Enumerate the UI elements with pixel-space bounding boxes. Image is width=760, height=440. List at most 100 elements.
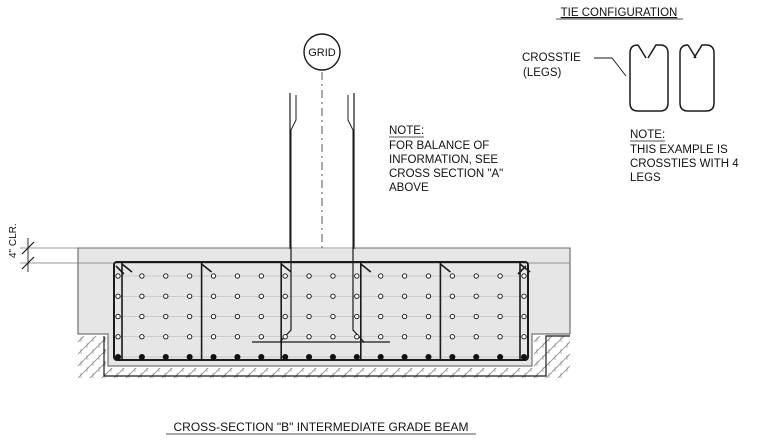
rebar — [521, 313, 527, 320]
rebar — [425, 334, 432, 340]
rebar — [186, 334, 193, 340]
rebar — [139, 293, 145, 299]
crosstie-leader — [594, 57, 627, 77]
rebar — [139, 313, 145, 320]
bottom-rebar — [162, 353, 169, 361]
concrete-section — [77, 247, 571, 378]
rebar — [210, 293, 217, 299]
rebar — [354, 334, 360, 340]
rebar — [497, 334, 503, 340]
bottom-rebar — [234, 353, 241, 361]
rebar — [378, 293, 384, 299]
rebar — [401, 273, 408, 279]
bottom-rebar — [114, 353, 122, 361]
tie-configuration-detail: TIE CONFIGURATION CROSSTIE (LEGS) NOTE: … — [522, 7, 739, 184]
rebar — [115, 313, 121, 320]
bottom-rebar — [497, 353, 504, 361]
rebar — [425, 273, 432, 279]
slab-and-beam-outline — [77, 247, 571, 367]
bottom-rebar — [138, 353, 145, 361]
rebar — [282, 313, 288, 320]
bottom-rebar — [186, 353, 193, 361]
bottom-rebar — [377, 353, 384, 361]
excavation-line — [103, 335, 570, 377]
bottom-rebar — [353, 353, 360, 361]
rebar — [163, 334, 169, 340]
rebar — [234, 273, 241, 279]
section-caption-text: CROSS-SECTION "B" INTERMEDIATE GRADE BEA… — [174, 420, 469, 434]
tie-note-line-2: CROSSTIES WITH 4 — [630, 158, 739, 170]
rebar — [306, 313, 312, 320]
rebar — [521, 273, 527, 279]
rebar — [186, 313, 193, 320]
column-dowel-right — [347, 95, 354, 246]
rebar — [330, 334, 336, 340]
rebar — [354, 273, 360, 279]
section-note-line-3: CROSS SECTION "A" — [389, 168, 503, 180]
bottom-rebar — [401, 353, 408, 361]
column-dowel-left — [290, 95, 297, 246]
soil-hatch-right — [534, 336, 570, 378]
rebar — [258, 313, 264, 320]
crosstie-legs-label: (LEGS) — [523, 67, 562, 79]
crosstie — [200, 262, 213, 360]
bottom-rebar — [473, 353, 480, 361]
reinforcement-cage — [113, 246, 531, 361]
rebar — [473, 334, 479, 340]
crosstie-shape-right — [679, 44, 715, 112]
grid-bubble-label: GRID — [308, 47, 336, 59]
tie-note-title: NOTE: — [630, 129, 665, 141]
section-note-title: NOTE: — [389, 125, 424, 137]
section-caption: CROSS-SECTION "B" INTERMEDIATE GRADE BEA… — [166, 420, 476, 435]
rebar — [378, 273, 384, 279]
rebar — [139, 273, 145, 279]
bottom-rebar — [329, 353, 336, 361]
rebar — [115, 273, 121, 279]
rebar — [425, 293, 432, 299]
crosstie — [360, 262, 372, 360]
rebar — [473, 313, 479, 320]
tie-note-line-3: LEGS — [630, 172, 661, 184]
rebar — [401, 334, 408, 340]
rebar — [449, 313, 456, 320]
rebar — [306, 293, 312, 299]
rebar — [210, 273, 217, 279]
rebar — [186, 273, 193, 279]
crosstie — [439, 262, 451, 360]
rebar — [210, 334, 217, 340]
rebar — [425, 313, 432, 320]
bottom-rebar — [306, 353, 313, 361]
crosstie-shape-left — [629, 44, 669, 112]
column-body — [290, 93, 354, 249]
bottom-rebar — [520, 353, 528, 361]
rebar — [378, 334, 384, 340]
tie-note-line-1: THIS EXAMPLE IS — [630, 144, 728, 156]
rebar — [306, 334, 312, 340]
crosstie — [121, 262, 133, 360]
rebar — [115, 293, 121, 299]
rebar — [163, 313, 169, 320]
tie-configuration-heading: TIE CONFIGURATION — [561, 7, 678, 19]
rebar — [330, 313, 336, 320]
rebar — [234, 334, 241, 340]
rebar — [186, 293, 193, 299]
rebar — [282, 334, 288, 340]
section-note-line-4: ABOVE — [389, 182, 429, 194]
section-note: NOTE: FOR BALANCE OF INFORMATION, SEE CR… — [389, 125, 503, 194]
bottom-rebar — [282, 353, 289, 361]
rebar — [473, 273, 479, 279]
outer-stirrup — [113, 261, 529, 361]
clearance-label: 4" CLR. — [8, 223, 19, 258]
rebar — [401, 293, 408, 299]
rebar — [210, 313, 217, 320]
crosstie-label: CROSSTIE — [522, 52, 581, 64]
rebar — [449, 273, 456, 279]
rebar — [449, 293, 456, 299]
clearance-dimension: 4" CLR. — [8, 223, 35, 272]
rebar — [378, 313, 384, 320]
rebar — [401, 313, 408, 320]
bottom-rebar — [449, 353, 456, 361]
rebar — [497, 293, 503, 299]
rebar — [497, 313, 503, 320]
